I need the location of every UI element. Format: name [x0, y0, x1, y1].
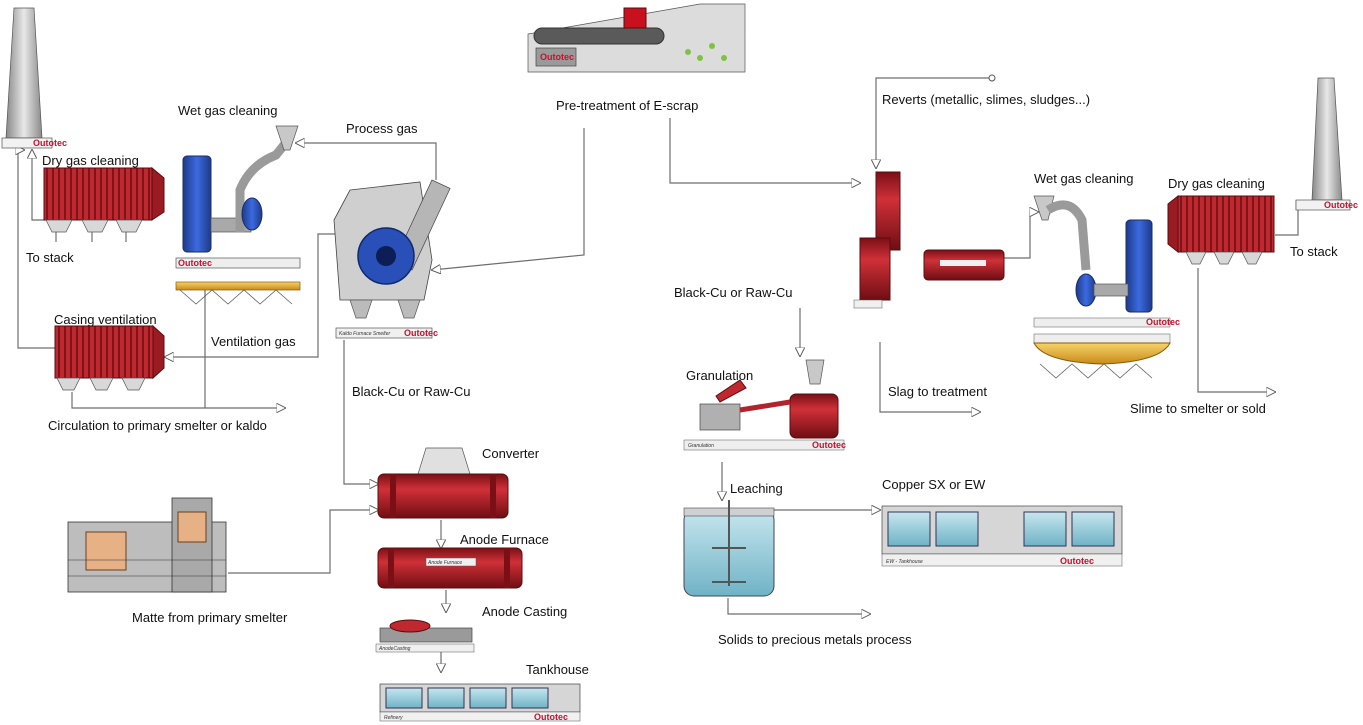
refinery-brand: Outotec	[534, 712, 568, 722]
label-converter: Converter	[482, 446, 540, 461]
granulation-tag: Granulation	[688, 443, 714, 449]
casing-ventilation-unit	[54, 324, 165, 391]
right-stack: Outotec	[1295, 77, 1358, 211]
right-smelter-unit	[853, 171, 1005, 309]
label-anode-casting: Anode Casting	[482, 604, 568, 619]
anode-furnace-unit: Anode Furnace	[377, 547, 523, 589]
anode-furnace-tag: Anode Furnace	[427, 560, 462, 566]
ew-brand: Outotec	[1060, 556, 1094, 566]
label-dry-gas-cleaning-right: Dry gas cleaning	[1168, 176, 1265, 191]
svg-text:Outotec: Outotec	[1324, 200, 1358, 210]
svg-text:Outotec: Outotec	[1146, 317, 1180, 327]
kaldo-tag: Kaldo Furnace Smelter	[339, 331, 390, 337]
label-process-gas: Process gas	[346, 121, 418, 136]
label-solids: Solids to precious metals process	[718, 632, 912, 647]
label-casing-ventilation: Casing ventilation	[54, 312, 157, 327]
svg-text:Outotec: Outotec	[33, 138, 67, 148]
label-wet-gas-cleaning-left: Wet gas cleaning	[178, 103, 278, 118]
label-pretreatment: Pre-treatment of E-scrap	[556, 98, 699, 113]
ew-tankhouse-tag: EW - Tankhouse	[886, 559, 923, 565]
left-stack: Outotec	[1, 7, 67, 149]
label-to-stack-left: To stack	[26, 250, 74, 265]
label-wet-gas-cleaning-right: Wet gas cleaning	[1034, 171, 1134, 186]
kaldo-furnace-unit: Kaldo Furnace Smelter Outotec	[333, 179, 451, 339]
wet-gas-cleaning-right-unit: Outotec	[1033, 195, 1180, 379]
label-black-cu-left: Black-Cu or Raw-Cu	[352, 384, 471, 399]
granulation-brand: Outotec	[812, 440, 846, 450]
label-tankhouse: Tankhouse	[526, 662, 589, 677]
svg-text:Outotec: Outotec	[540, 52, 574, 62]
label-slag-to-treatment: Slag to treatment	[888, 384, 987, 399]
kaldo-brand: Outotec	[404, 328, 438, 338]
flow-lines	[18, 74, 1304, 672]
ew-tankhouse-unit: EW - Tankhouse Outotec	[881, 505, 1123, 567]
label-leaching: Leaching	[730, 481, 783, 496]
wet-gas-cleaning-left-unit: Outotec	[175, 125, 301, 305]
label-reverts: Reverts (metallic, slimes, sludges...)	[882, 92, 1091, 107]
label-to-stack-right: To stack	[1290, 244, 1338, 259]
converter-unit	[377, 447, 509, 519]
svg-text:Outotec: Outotec	[178, 258, 212, 268]
label-circulation: Circulation to primary smelter or kaldo	[48, 418, 267, 433]
label-copper-sx-ew: Copper SX or EW	[882, 477, 986, 492]
label-ventilation-gas: Ventilation gas	[211, 334, 296, 349]
label-matte: Matte from primary smelter	[132, 610, 288, 625]
anode-casting-unit: AnodeCasting	[375, 619, 475, 653]
pretreatment-unit: Outotec	[527, 3, 746, 73]
label-anode-furnace: Anode Furnace	[460, 532, 549, 547]
primary-smelter-unit	[67, 497, 227, 593]
label-black-cu-right: Black-Cu or Raw-Cu	[674, 285, 793, 300]
dry-gas-cleaning-right-unit	[1167, 194, 1275, 265]
refinery-tag: Refinery	[384, 715, 403, 721]
granulation-unit: Granulation Outotec	[683, 359, 846, 451]
label-granulation: Granulation	[686, 368, 754, 383]
label-slime-to-smelter: Slime to smelter or sold	[1130, 401, 1266, 416]
leaching-unit	[683, 500, 775, 597]
tankhouse-unit: Refinery Outotec	[379, 683, 581, 722]
dry-gas-cleaning-left-unit	[43, 166, 165, 242]
label-dry-gas-cleaning-left: Dry gas cleaning	[42, 153, 139, 168]
anode-casting-tag: AnodeCasting	[378, 646, 411, 652]
